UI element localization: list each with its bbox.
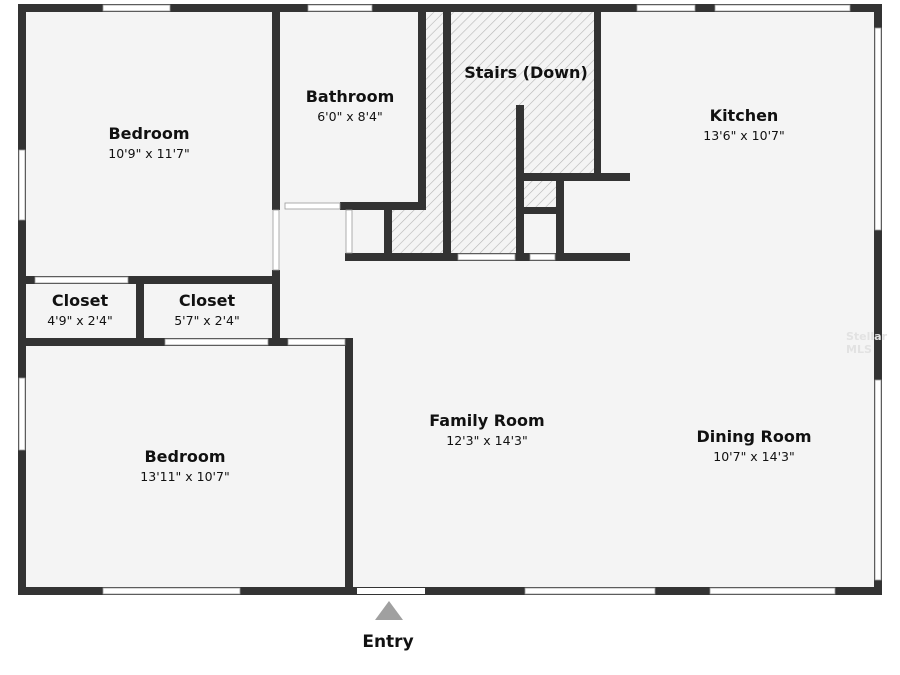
room-dimensions: 13'6" x 10'7"	[703, 128, 785, 143]
entry-label: Entry	[362, 632, 414, 652]
room-dimensions: 10'9" x 11'7"	[108, 146, 190, 161]
room-dimensions: 6'0" x 8'4"	[317, 109, 383, 124]
room-closet-1: Closet 4'9" x 2'4"	[47, 291, 113, 328]
room-dining-room: Dining Room 10'7" x 14'3"	[696, 427, 811, 464]
room-name: Stairs (Down)	[464, 63, 588, 82]
room-closet-2: Closet 5'7" x 2'4"	[174, 291, 240, 328]
room-name: Bedroom	[108, 124, 190, 143]
stairs-hatch	[392, 12, 596, 257]
entry-door[interactable]	[357, 588, 425, 594]
windows	[18, 4, 882, 595]
room-bathroom: Bathroom 6'0" x 8'4"	[306, 87, 395, 124]
room-dimensions: 4'9" x 2'4"	[47, 313, 113, 328]
room-dimensions: 13'11" x 10'7"	[140, 469, 230, 484]
room-name: Closet	[178, 291, 236, 310]
room-name: Bedroom	[144, 447, 226, 466]
watermark: Stellar MLS	[846, 330, 888, 356]
room-kitchen: Kitchen 13'6" x 10'7"	[703, 106, 784, 143]
room-dimensions: 10'7" x 14'3"	[713, 449, 795, 464]
entry-arrow-icon	[375, 601, 403, 620]
room-dimensions: 5'7" x 2'4"	[174, 313, 240, 328]
room-dimensions: 12'3" x 14'3"	[446, 433, 528, 448]
room-name: Family Room	[429, 411, 545, 430]
room-bedroom-1: Bedroom 10'9" x 11'7"	[108, 124, 189, 161]
room-family-room: Family Room 12'3" x 14'3"	[429, 411, 544, 448]
room-name: Bathroom	[305, 87, 395, 106]
room-stairs: Stairs (Down)	[464, 63, 588, 82]
room-name: Closet	[51, 291, 109, 310]
room-name: Dining Room	[696, 427, 812, 446]
room-name: Kitchen	[709, 106, 779, 125]
room-bedroom-2: Bedroom 13'11" x 10'7"	[140, 447, 229, 484]
